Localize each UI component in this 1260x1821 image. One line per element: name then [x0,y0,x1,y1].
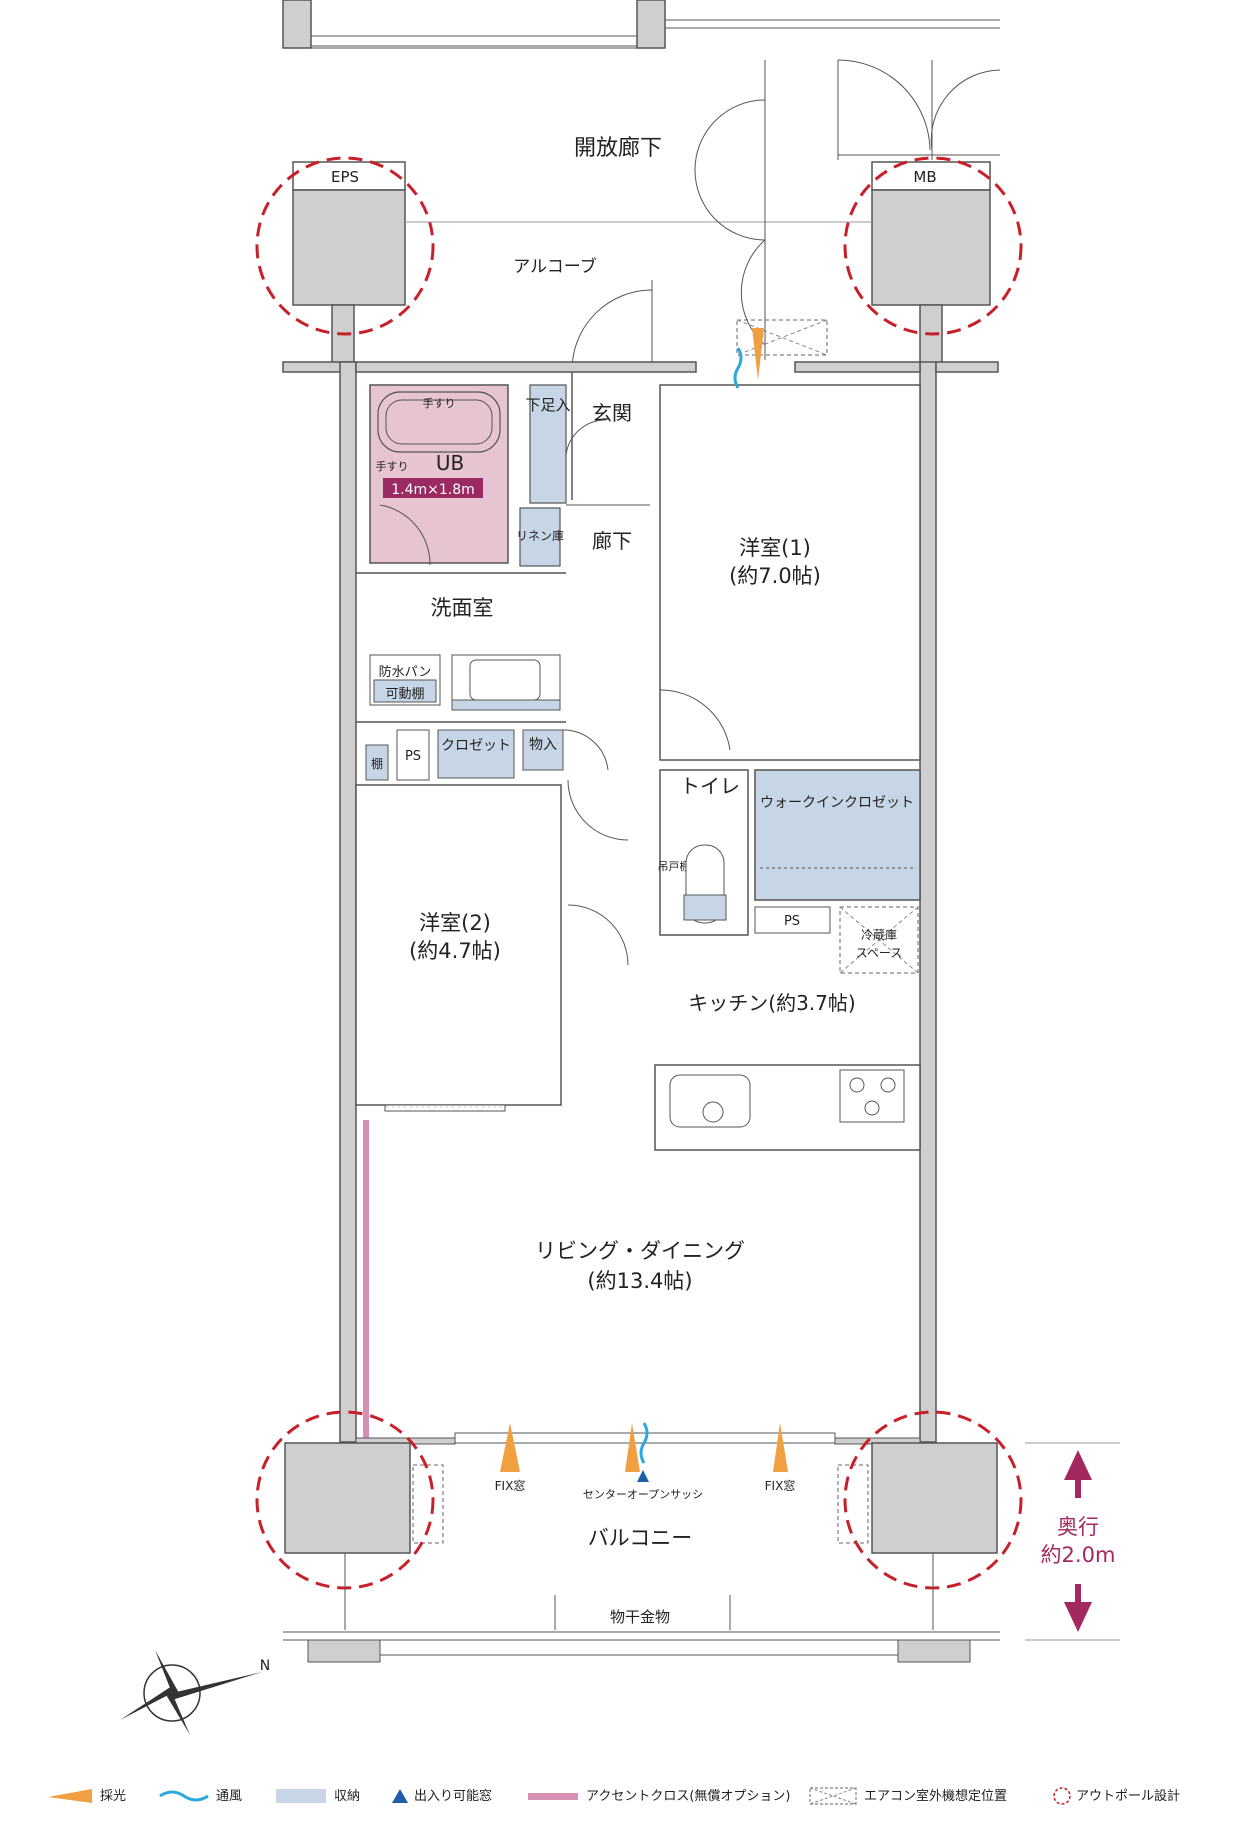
washing-pan-label: 防水パン [379,664,432,680]
wind-icon [159,1790,209,1802]
western-room-1 [659,384,921,761]
outpole-icon [1053,1787,1071,1805]
western-room-2-name: 洋室(2) [419,911,491,935]
balcony-columns [284,1442,998,1554]
bathtub [377,391,501,453]
handrail-label: 手すり [423,396,456,410]
living-dining-size: (約13.4帖) [587,1269,692,1293]
sink [669,1074,751,1128]
center-sash-label: センターオープンサッシ [583,1488,703,1501]
kitchen-label: キッチン(約3.7帖) [688,991,855,1015]
pipe-space [754,906,831,934]
toilet-label: トイレ [680,774,740,798]
open-corridor-label: 開放廊下 [574,136,662,161]
legend-label: 収納 [334,1789,360,1804]
shelf-label: 棚 [371,756,383,771]
light-icon [625,1423,640,1472]
rouka-label: 廊下 [592,529,632,553]
legend-label: 通風 [216,1789,242,1804]
outpole-circle [843,156,1023,336]
shelf [365,744,389,781]
closet [437,729,515,779]
western-room-1-size: (約7.0帖) [729,564,821,588]
fridge-label-2: スペース [856,946,903,960]
walkout-window-icon [637,1470,649,1482]
compass-icon [120,1650,262,1735]
ub-size-badge [383,478,483,498]
fridge-label: 冷蔵庫 [861,928,897,942]
outpole-circle [255,156,435,336]
wic-label: ウォークインクロゼット [760,795,914,811]
genkan-label: 玄関 [592,401,632,425]
legend-label: 採光 [100,1789,126,1804]
wind-icon [733,347,743,389]
pipe-space [396,729,430,781]
handrail-label: 手すり [376,459,409,473]
entrance-door [571,60,766,371]
mb-doors [837,59,1001,160]
western-room-2 [355,784,562,1106]
linen-label: リネン庫 [516,529,564,543]
bottom-railing [283,1631,1000,1663]
light-icon [48,1789,92,1803]
linen-storage [519,507,561,567]
aircon-position [412,1464,444,1544]
outer-walls [282,361,999,1443]
shoe-storage-label: 下足入 [525,396,570,414]
burner [864,1100,880,1116]
ps-label: PS [405,749,421,764]
tsuritodana-label: 吊戸棚 [658,859,691,873]
accent-cloth-icon [528,1793,578,1800]
ub-label: UB [436,451,464,475]
ps-label: PS [784,914,800,929]
storage-monoire [522,729,564,771]
legend: 採光 通風 収納 出入り可能窓 アクセントクロス(無償オプション) エアコン室外… [48,1787,1180,1805]
living-dining-name: リビング・ダイニング [535,1239,745,1263]
aircon-position-icon [809,1787,857,1805]
fridge-space [839,906,919,974]
light-icon [752,328,764,380]
western-room-1-name: 洋室(1) [739,536,811,560]
fix-window-label: FIX窓 [765,1478,796,1493]
legend-label: エアコン室外機想定位置 [864,1788,1007,1804]
western-room-2-size: (約4.7帖) [409,939,501,963]
depth-value: 約2.0m [1041,1543,1116,1567]
monoire-label: 物入 [529,737,557,753]
legend-label: アクセントクロス(無償オプション) [586,1789,791,1804]
senmen-label: 洗面室 [431,596,494,620]
legend-label: 出入り可能窓 [414,1788,492,1804]
aircon-position [736,319,828,356]
eps-label: EPS [331,168,359,186]
compass-n-label: N [260,1658,270,1674]
balcony-label: バルコニー [588,1526,693,1550]
burner [880,1077,896,1093]
alcove-label: アルコーブ [513,256,596,277]
stove [839,1069,905,1123]
shelf-label: 可動棚 [385,687,424,702]
shoe-storage [529,384,567,504]
walkout-window-icon [392,1789,408,1803]
legend-label: アウトポール設計 [1076,1788,1180,1804]
light-icon [500,1423,520,1472]
closet-label: クロゼット [441,738,511,754]
depth-arrow-up [1064,1450,1092,1480]
walk-in-closet [754,769,921,901]
wind-icon [639,1422,649,1464]
monohoshi-label: 物干金物 [610,1608,670,1626]
fix-window-label: FIX窓 [495,1478,526,1493]
accent-cloth [363,1120,369,1438]
depth-arrow-down [1064,1602,1092,1632]
depth-label: 奥行 [1057,1515,1099,1539]
mb-label: MB [913,168,936,186]
burner [849,1077,865,1093]
top-railing [282,0,1000,49]
ub-size: 1.4m×1.8m [391,482,475,498]
aircon-position [837,1464,869,1544]
light-icon [773,1423,788,1472]
storage-icon [276,1789,326,1803]
